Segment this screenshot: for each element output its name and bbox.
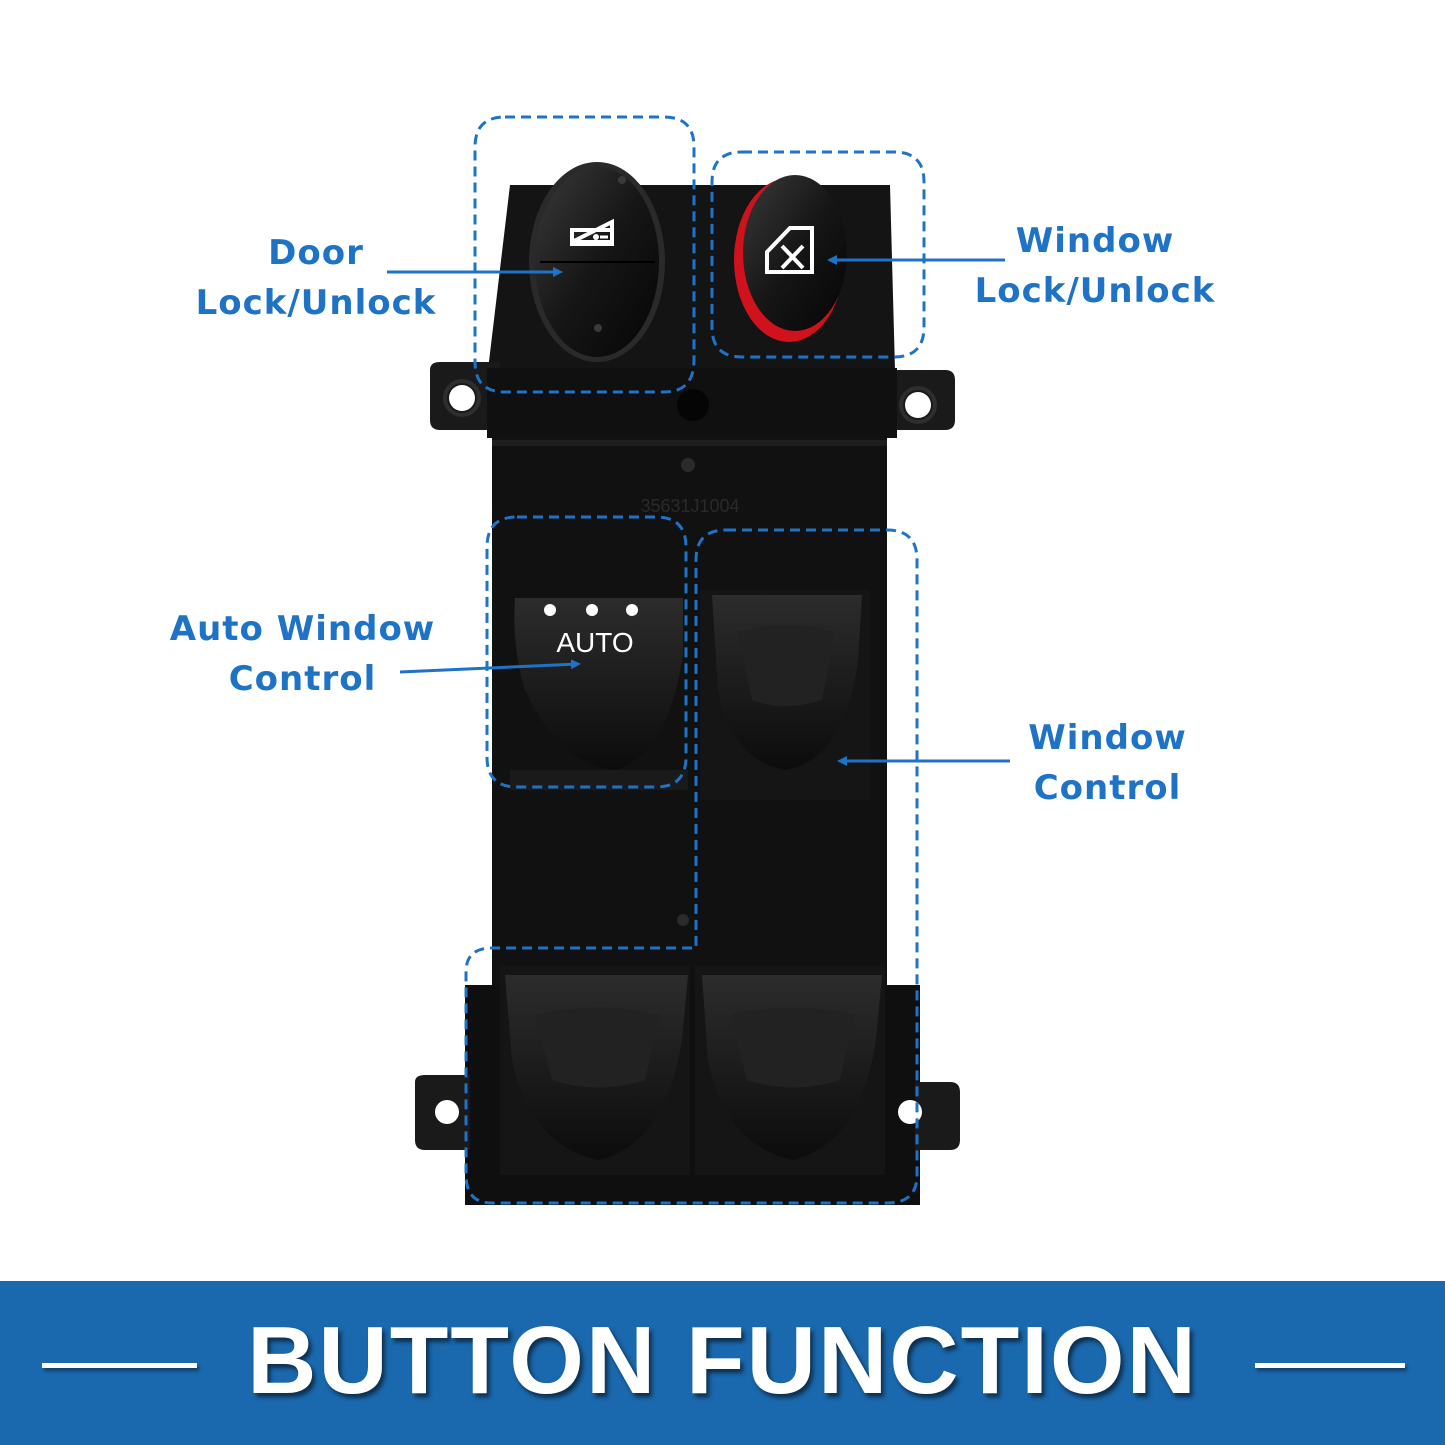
auto-window-arrow (399, 659, 581, 674)
door-lock-label-line2: Lock/Unlock (195, 283, 437, 323)
auto-label: AUTO (556, 627, 633, 658)
window-lock-outline (710, 150, 926, 359)
window-control-label-line1: Window (1028, 718, 1187, 758)
window-rocker-rear-left (500, 965, 690, 1175)
auto-window-label: Auto Window Control (160, 604, 445, 704)
window-lock-label: Window Lock/Unlock (960, 216, 1230, 316)
door-lock-label: Door Lock/Unlock (186, 228, 446, 328)
auto-indicator-dot (586, 604, 598, 616)
window-lock-label-line1: Window (1015, 221, 1175, 261)
door-lock-icon (570, 218, 614, 246)
auto-window-label-line1: Auto Window (169, 609, 436, 649)
window-control-label: Window Control (1000, 713, 1215, 813)
window-lock-icon (765, 226, 814, 274)
window-control-label-line2: Control (1033, 768, 1182, 808)
svg-text:35631J1004: 35631J1004 (640, 496, 739, 516)
door-lock-knob (529, 162, 665, 362)
window-control-outline (464, 528, 919, 1205)
banner-title: BUTTON FUNCTION (247, 1307, 1198, 1414)
auto-indicator-dot (544, 604, 556, 616)
auto-window-label-line2: Control (228, 659, 377, 699)
window-lock-knob (734, 175, 847, 342)
banner-rule-left (42, 1363, 197, 1368)
door-lock-label-line1: Door (268, 233, 364, 273)
banner-rule-right (1255, 1363, 1405, 1368)
window-rocker-rear-right (695, 965, 885, 1175)
window-switch-illustration: 35631J1004 (387, 115, 1010, 1205)
door-lock-outline (473, 115, 696, 394)
window-rocker-front-right (700, 590, 870, 800)
window-lock-label-line2: Lock/Unlock (974, 271, 1216, 311)
auto-window-outline (485, 515, 688, 789)
auto-window-rocker: AUTO (510, 598, 688, 790)
auto-indicator-dot (626, 604, 638, 616)
title-banner: BUTTON FUNCTION (0, 1281, 1445, 1445)
